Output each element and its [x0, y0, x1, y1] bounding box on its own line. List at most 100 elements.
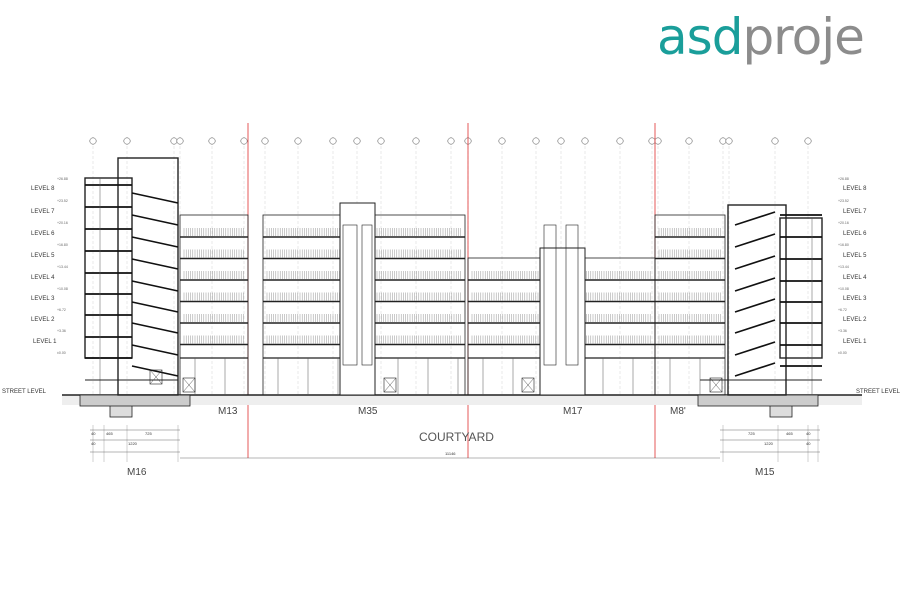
level-label: LEVEL 7 [31, 209, 55, 215]
grid-axis-bubble [412, 137, 420, 145]
block-label-m15: M15 [755, 467, 775, 478]
svg-text:1220: 1220 [764, 441, 774, 446]
stair-flight [131, 344, 179, 356]
svg-text:40: 40 [806, 431, 811, 436]
grid-axis-bubble [208, 137, 216, 145]
level-label: LEVEL 8 [843, 186, 867, 192]
street-level-label: STREET LEVEL [2, 389, 47, 395]
line [709, 377, 723, 393]
svg-text:+16.80: +16.80 [838, 243, 849, 247]
stair-flight [131, 365, 179, 377]
block-label-m16: M16 [127, 467, 147, 478]
grid-axis-bubble [261, 137, 269, 145]
stair-flight [131, 322, 179, 334]
level-labels-left: LEVEL 8 LEVEL 7 LEVEL 6 LEVEL 5 LEVEL 4 … [2, 186, 57, 395]
svg-text:±0.00: ±0.00 [838, 351, 847, 355]
block-m13 [179, 214, 249, 396]
svg-text:465: 465 [786, 431, 793, 436]
dimension-texts: 40 465 725 40 1220 725 465 40 1220 40 11… [91, 431, 811, 456]
stair-flight [734, 255, 776, 270]
core-shaft [543, 224, 557, 366]
lift-door [709, 377, 723, 393]
svg-text:11146: 11146 [445, 451, 456, 456]
elevation-marks-left: +26.88 +23.52 +20.16 +16.80 +13.44 +10.0… [57, 177, 68, 355]
level-label: LEVEL 3 [843, 296, 867, 302]
logo: asdproje [657, 8, 865, 66]
svg-text:725: 725 [748, 431, 755, 436]
street-level-label: STREET LEVEL [856, 389, 900, 395]
line [182, 377, 196, 393]
stair-flight [131, 280, 179, 292]
tower-m15-core [727, 204, 787, 396]
level-label: LEVEL 4 [843, 275, 867, 281]
courtyard-label: COURTYARD [419, 430, 494, 444]
stair-flight [734, 319, 776, 334]
grid-axis-bubble [176, 137, 184, 145]
stair-flight [131, 258, 179, 270]
level-label: LEVEL 1 [843, 339, 867, 345]
level-label: LEVEL 6 [843, 231, 867, 237]
grid-axis-bubble [377, 137, 385, 145]
level-label: LEVEL 4 [31, 275, 55, 281]
stair-flight [131, 192, 179, 204]
grid-axis-bubble [725, 137, 733, 145]
svg-text:+23.52: +23.52 [57, 199, 68, 203]
elevation-marks-right: +26.88 +23.52 +20.16 +16.80 +13.44 +10.0… [838, 177, 849, 355]
svg-text:+10.08: +10.08 [838, 287, 849, 291]
stair-flight [734, 341, 776, 356]
svg-text:465: 465 [106, 431, 113, 436]
ground-hatch [62, 395, 862, 405]
svg-text:+16.80: +16.80 [57, 243, 68, 247]
grid-axis-bubble [498, 137, 506, 145]
grid-axis-bubble [240, 137, 248, 145]
core-m17 [539, 247, 586, 396]
grid-axis-bubble [170, 137, 178, 145]
svg-text:+6.72: +6.72 [57, 308, 66, 312]
svg-text:+20.16: +20.16 [838, 221, 849, 225]
lift-door [149, 369, 163, 385]
lift-door [182, 377, 196, 393]
svg-text:±0.00: ±0.00 [57, 351, 66, 355]
svg-text:+6.72: +6.72 [838, 308, 847, 312]
svg-text:725: 725 [145, 431, 152, 436]
grid-axis-bubble [123, 137, 131, 145]
level-labels-right: LEVEL 8 LEVEL 7 LEVEL 6 LEVEL 5 LEVEL 4 … [843, 186, 900, 395]
stair-flight [131, 301, 179, 313]
level-label: LEVEL 2 [843, 317, 867, 323]
grid-axis-bubble [353, 137, 361, 145]
svg-text:+3.36: +3.36 [838, 329, 847, 333]
block-label-m8: M8' [670, 406, 686, 417]
tower-m16-body [84, 177, 133, 359]
svg-text:+20.16: +20.16 [57, 221, 68, 225]
level-label: LEVEL 8 [31, 186, 55, 192]
level-label: LEVEL 2 [31, 317, 55, 323]
level-label: LEVEL 1 [33, 339, 57, 345]
grid-axis-bubble [557, 137, 565, 145]
grid-axis-bubble [581, 137, 589, 145]
svg-text:+13.44: +13.44 [57, 265, 68, 269]
block-label-m13: M13 [218, 406, 238, 417]
line [149, 369, 163, 385]
foundation-slab [697, 394, 819, 407]
block-label-m35: M35 [358, 406, 378, 417]
grid-axis-bubble [719, 137, 727, 145]
grid-axis-bubble [685, 137, 693, 145]
svg-text:+23.52: +23.52 [838, 199, 849, 203]
level-label: LEVEL 7 [843, 209, 867, 215]
line [521, 377, 535, 393]
grid-axis-bubble [447, 137, 455, 145]
line [383, 377, 397, 393]
core-shaft [342, 224, 358, 366]
grid-axis-bubble [804, 137, 812, 145]
svg-text:40: 40 [91, 441, 96, 446]
grid-axis-bubble [294, 137, 302, 145]
tower-m15-body [779, 217, 823, 359]
svg-text:40: 40 [806, 441, 811, 446]
grid-axis-bubble [532, 137, 540, 145]
svg-text:+26.88: +26.88 [57, 177, 68, 181]
level-label: LEVEL 3 [31, 296, 55, 302]
level-label: LEVEL 6 [31, 231, 55, 237]
stair-flight [131, 214, 179, 226]
stair-flight [734, 233, 776, 248]
